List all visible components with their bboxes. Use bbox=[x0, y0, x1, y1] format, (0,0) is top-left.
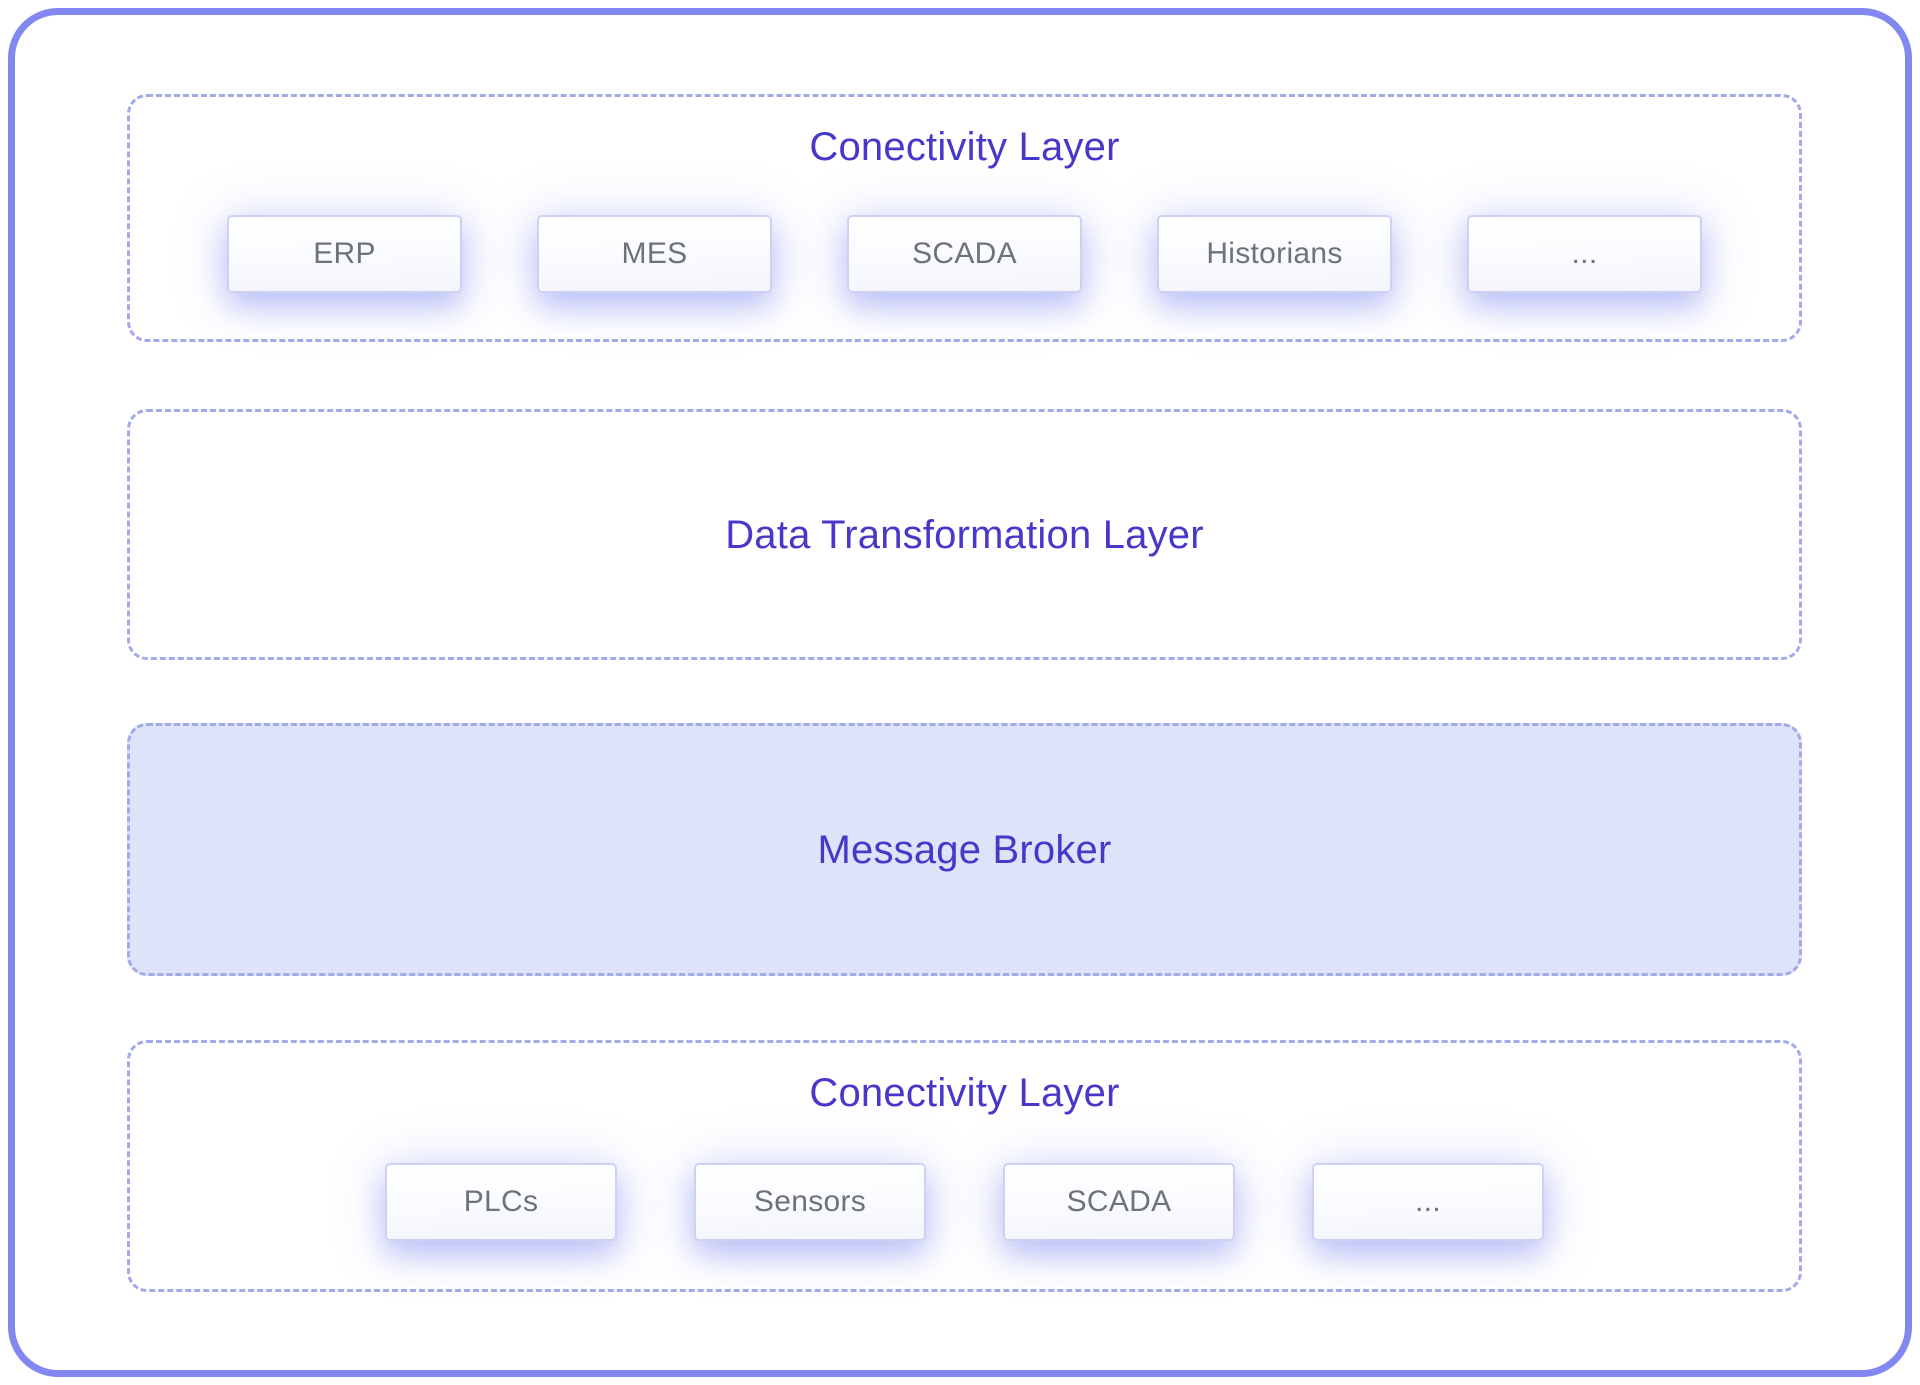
component-box-ellipsis-bottom: ... bbox=[1312, 1163, 1544, 1241]
layer-title: Conectivity Layer bbox=[809, 1071, 1120, 1115]
component-box-erp: ERP bbox=[227, 215, 462, 293]
component-label: Sensors bbox=[753, 1185, 867, 1218]
component-box-ellipsis: ... bbox=[1467, 215, 1702, 293]
component-label: ... bbox=[1571, 237, 1598, 270]
layer-title: Data Transformation Layer bbox=[725, 512, 1204, 557]
component-row: PLCs Sensors SCADA ... bbox=[130, 1163, 1799, 1241]
component-label: MES bbox=[621, 237, 688, 270]
component-box-scada: SCADA bbox=[847, 215, 1082, 293]
layer-data-transformation: Data Transformation Layer bbox=[127, 409, 1802, 660]
layer-title: Message Broker bbox=[817, 827, 1112, 872]
component-box-historians: Historians bbox=[1157, 215, 1392, 293]
component-label: ERP bbox=[313, 237, 376, 270]
component-box-plcs: PLCs bbox=[385, 1163, 617, 1241]
component-label: PLCs bbox=[463, 1185, 539, 1218]
component-label: ... bbox=[1415, 1185, 1441, 1218]
component-label: SCADA bbox=[1066, 1185, 1172, 1218]
layer-connectivity-bottom: Conectivity Layer PLCs Sensors SCADA ... bbox=[127, 1040, 1802, 1292]
component-label: SCADA bbox=[912, 237, 1017, 270]
layer-connectivity-top: Conectivity Layer ERP MES SCADA Historia… bbox=[127, 94, 1802, 342]
component-label: Historians bbox=[1206, 237, 1343, 270]
layer-title: Conectivity Layer bbox=[809, 125, 1120, 169]
layer-message-broker: Message Broker bbox=[127, 723, 1802, 976]
component-box-sensors: Sensors bbox=[694, 1163, 926, 1241]
component-row: ERP MES SCADA Historians ... bbox=[130, 215, 1799, 293]
component-box-mes: MES bbox=[537, 215, 772, 293]
component-box-scada-bottom: SCADA bbox=[1003, 1163, 1235, 1241]
